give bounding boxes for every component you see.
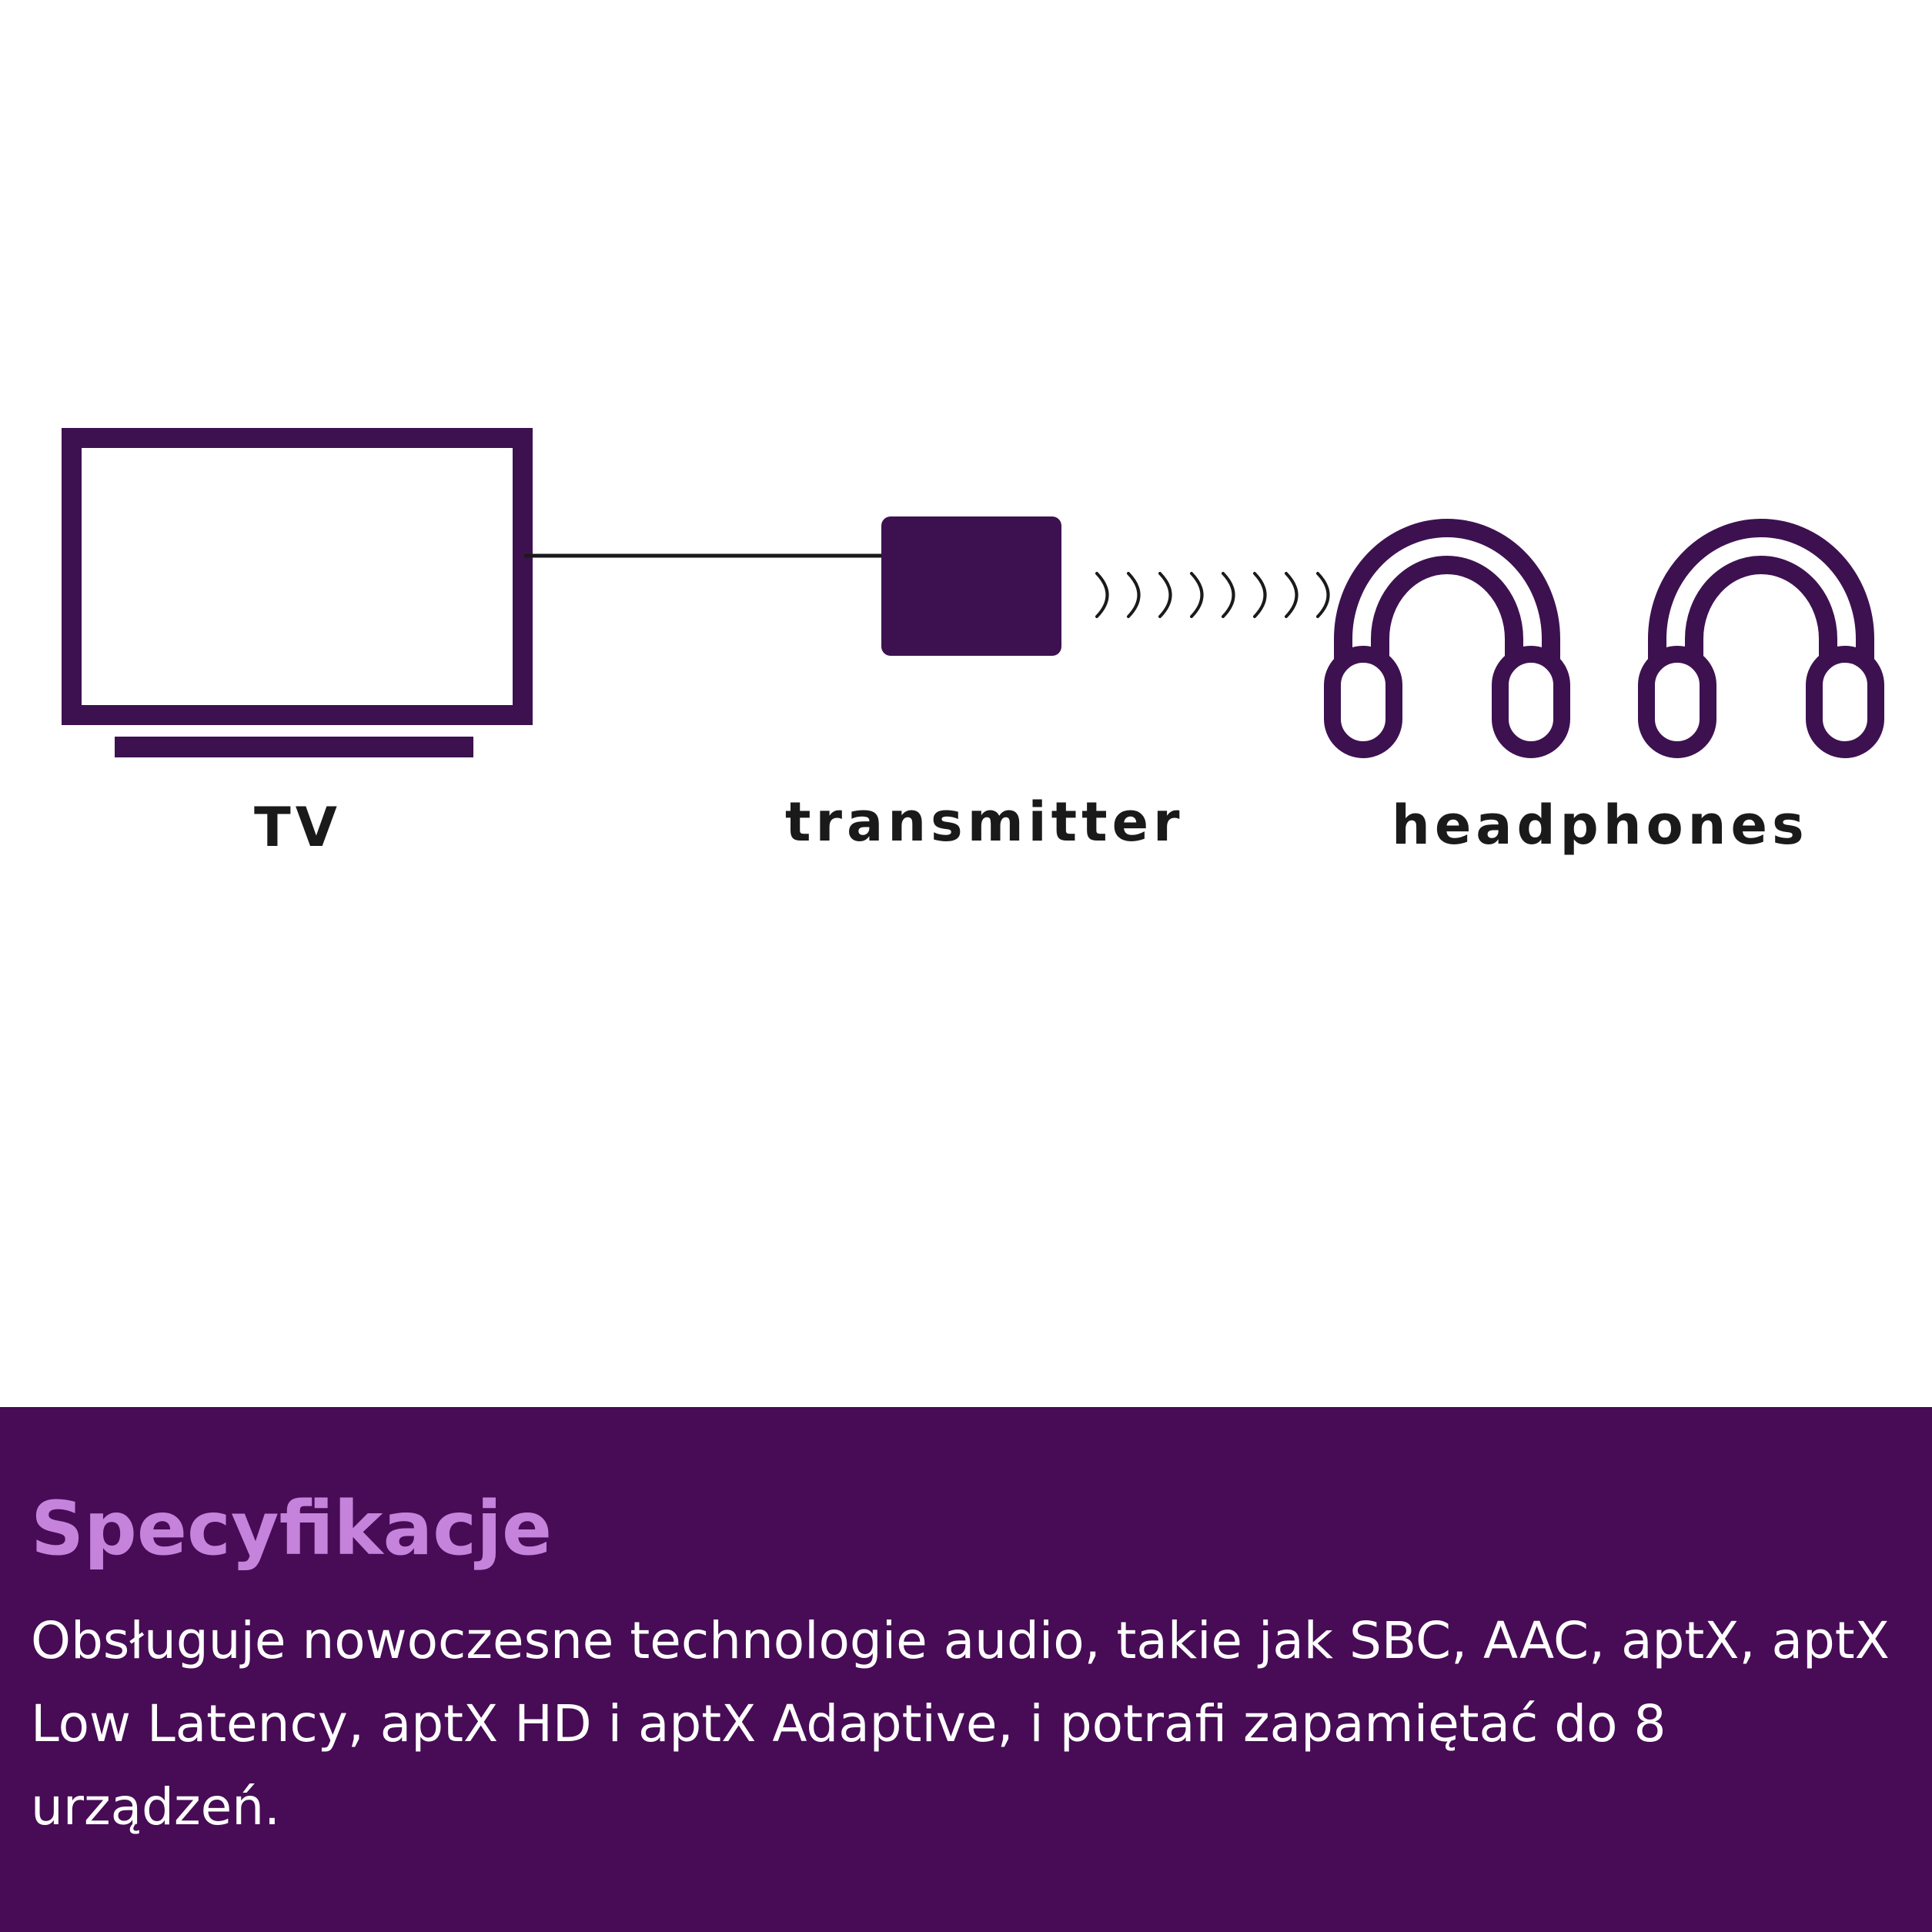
spec-banner: Specyfikacje Obsługuje nowoczesne techno… xyxy=(0,1407,1932,1932)
tv-screen xyxy=(62,428,533,725)
headphones-icon xyxy=(1638,519,1884,758)
transmitter-label: transmitter xyxy=(785,791,1185,854)
transmitter-icon xyxy=(881,516,1061,656)
spec-description: Obsługuje nowoczesne technologie audio, … xyxy=(31,1611,1890,1837)
tv-stand xyxy=(115,737,473,757)
tv-label: TV xyxy=(254,796,342,859)
headphones-icon xyxy=(1324,519,1570,758)
tv-icon xyxy=(62,428,533,757)
signal-waves-icon xyxy=(1095,572,1330,618)
headphones-label: headphones xyxy=(1392,794,1809,857)
connection-diagram xyxy=(62,428,1884,758)
spec-title: Specyfikacje xyxy=(31,1486,553,1572)
